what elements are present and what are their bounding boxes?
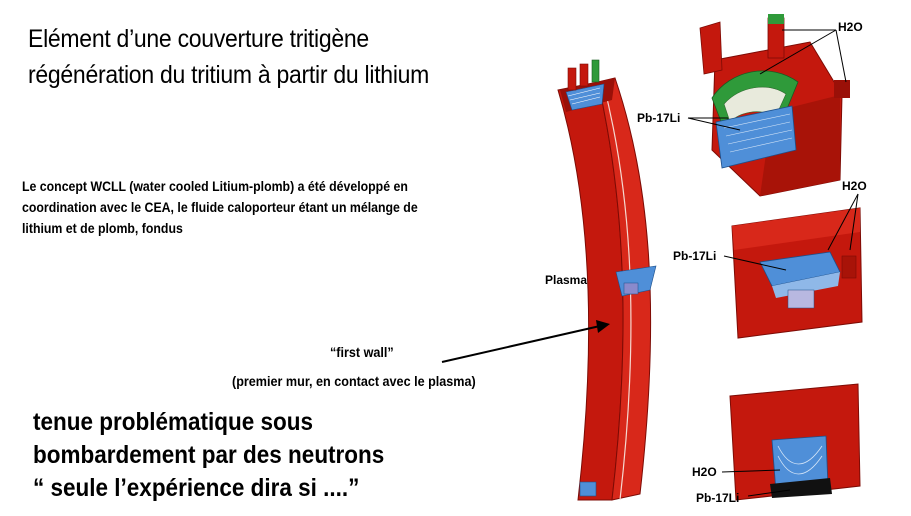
first-wall-arrow — [441, 320, 610, 363]
first-wall-label: “first wall” — [330, 344, 394, 360]
conclusion-line-2: bombardement par des neutrons — [33, 441, 385, 469]
pb17li-label-middle: Pb-17Li — [673, 249, 717, 263]
conclusion-line-3: “ seule l’expérience dira si ....” — [33, 474, 360, 502]
module-middle — [731, 207, 863, 339]
h2o-label-bottom: H2O — [692, 465, 717, 479]
pb17li-label-bottom: Pb-17Li — [696, 491, 740, 505]
title-line-1: Elément d’une couverture tritigène — [28, 25, 369, 53]
h2o-label-top: H2O — [838, 20, 863, 34]
first-wall-note: (premier mur, en contact avec le plasma) — [232, 373, 476, 389]
description-line-1: Le concept WCLL (water cooled Litium-plo… — [22, 178, 408, 194]
blanket-segment — [557, 59, 657, 501]
description-line-3: lithium et de plomb, fondus — [22, 220, 183, 236]
description-line-2: coordination avec le CEA, le fluide calo… — [22, 199, 418, 215]
leader-lines — [687, 29, 859, 497]
pb17li-label-top: Pb-17Li — [637, 111, 681, 125]
title-line-2: régénération du tritium à partir du lith… — [28, 61, 430, 89]
plasma-label: Plasma — [545, 273, 588, 287]
module-top — [699, 14, 850, 197]
module-bottom — [729, 383, 861, 501]
conclusion-line-1: tenue problématique sous — [33, 408, 314, 436]
h2o-label-middle: H2O — [842, 179, 867, 193]
